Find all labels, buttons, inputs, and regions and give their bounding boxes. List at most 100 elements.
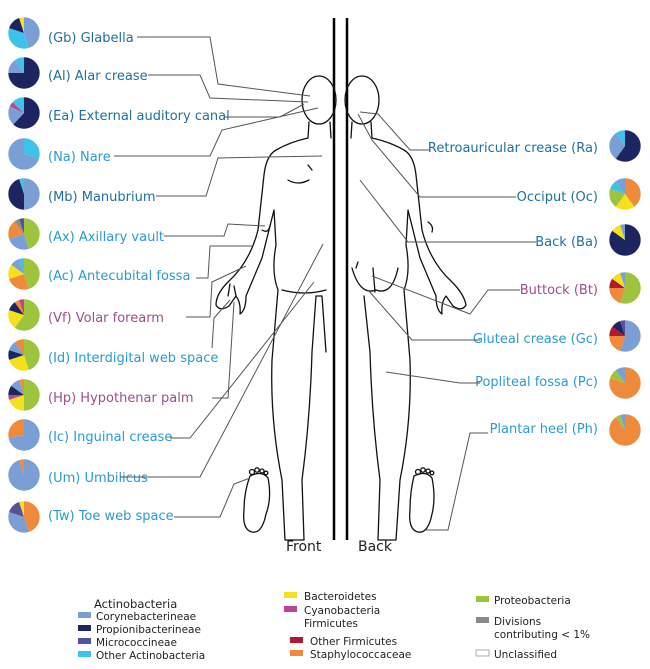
pie-slice-coryne <box>24 178 40 210</box>
pie-slice-propioni <box>612 320 625 336</box>
pie-chart <box>7 298 41 332</box>
leader-line <box>174 477 251 518</box>
leader-line <box>114 107 319 157</box>
site-label: (Ea) External auditory canal <box>48 109 230 124</box>
pie-chart <box>608 319 642 353</box>
legend-firmicutes-title: Firmicutes <box>304 618 358 630</box>
site-label: (Na) Nare <box>48 150 111 165</box>
pie-slices <box>7 258 41 290</box>
pie-slice-coryne <box>11 258 24 274</box>
leader-line <box>164 223 266 237</box>
pie-slices <box>7 501 41 534</box>
legend-label-corynebacterineae: Corynebacterineae <box>96 611 196 623</box>
pie-slices <box>609 414 642 446</box>
site-left-hypothenar-palm: (Hp) Hypothenar palm <box>7 301 235 412</box>
pie-slices <box>8 178 40 210</box>
site-right-plantar-heel: Plantar heel (Ph) <box>426 413 642 531</box>
pie-slice-other_act <box>8 28 29 49</box>
leader-line <box>156 155 323 197</box>
pie-slice-bacteroid <box>615 194 635 210</box>
pie-chart <box>7 378 41 412</box>
pie-slice-staph <box>609 288 625 304</box>
pie-slice-proteo <box>615 414 625 430</box>
pie-slice-coryne <box>620 224 625 240</box>
pie-slice-micro <box>19 218 24 234</box>
site-label: Popliteal fossa (Pc) <box>475 375 598 390</box>
legend-label-proteobacteria: Proteobacteria <box>494 595 571 607</box>
site-label: (Vf) Volar forearm <box>48 311 164 326</box>
pie-slice-bacteroid <box>19 17 24 33</box>
site-label: (Tw) Toe web space <box>48 509 174 524</box>
pie-slices <box>8 57 40 89</box>
legend-label-cyanobacteria: Cyanobacteria <box>304 605 380 617</box>
leader-line <box>170 281 315 439</box>
pie-chart <box>608 129 642 163</box>
legend-swatch-other-firmicutes <box>290 637 303 643</box>
pie-slice-other_act <box>12 97 24 113</box>
leader-line <box>224 103 305 118</box>
pie-slice-other_act <box>615 130 625 146</box>
site-left-manubrium: (Mb) Manubrium <box>7 155 323 211</box>
site-label: Back (Ba) <box>535 235 598 250</box>
site-label: Plantar heel (Ph) <box>490 422 598 437</box>
legend-label-divisions-line1: Divisions <box>494 616 541 628</box>
pie-slice-coryne <box>8 419 41 451</box>
pie-chart <box>7 96 41 130</box>
pie-slice-propioni <box>8 302 24 315</box>
legend-swatch-propionibacterineae <box>78 625 91 631</box>
pie-slice-cyano <box>19 299 24 315</box>
pie-slice-bacteroid <box>8 395 24 411</box>
pie-slice-micro <box>620 320 625 336</box>
pie-slice-other_firm <box>609 326 625 336</box>
pie-slice-coryne <box>615 178 625 194</box>
pie-slice-staph <box>19 459 24 475</box>
pie-slice-staph <box>7 221 24 239</box>
site-label: (Gb) Glabella <box>48 31 134 46</box>
legend: Actinobacteria Corynebacterineae Propion… <box>78 591 590 662</box>
pie-slice-coryne <box>620 320 641 352</box>
pie-slice-propioni <box>608 224 641 256</box>
pie-slice-divisions <box>14 218 24 234</box>
pie-chart <box>7 177 41 211</box>
leader-line <box>367 289 480 341</box>
pie-slice-propioni <box>615 130 641 162</box>
site-left-inguinal-crease: (Ic) Inguinal crease <box>7 281 315 452</box>
pie-slice-proteo <box>609 370 625 383</box>
pie-slice-other_act <box>19 258 24 274</box>
pie-slice-bacteroid <box>19 501 24 517</box>
site-left-glabella: (Gb) Glabella <box>7 16 311 97</box>
pie-slice-coryne <box>11 379 24 395</box>
pie-chart <box>7 16 41 50</box>
legend-swatch-other-actinobacteria <box>78 651 91 657</box>
legend-swatch-staphylococcaceae <box>290 650 303 656</box>
pie-slice-other_act <box>609 181 625 194</box>
pie-slices <box>8 379 40 411</box>
pie-slice-proteo <box>620 272 641 304</box>
pie-slice-other_act <box>14 57 24 73</box>
legend-label-divisions-line2: contributing < 1% <box>494 629 590 641</box>
leader-line <box>212 301 235 399</box>
back-body-figure <box>344 75 467 541</box>
pie-slice-bacteroid <box>612 272 625 288</box>
pie-slice-proteo <box>14 299 40 331</box>
pie-slice-propioni <box>7 350 24 360</box>
pie-slice-propioni <box>8 385 24 395</box>
pie-slice-staph <box>14 339 24 355</box>
pie-chart <box>608 413 642 447</box>
site-left-volar-forearm: (Vf) Volar forearm <box>7 265 247 332</box>
leader-line <box>137 36 311 97</box>
leader-line <box>371 275 520 315</box>
leader-line <box>357 113 516 198</box>
pie-slices <box>8 17 40 49</box>
pie-slice-staph <box>625 178 641 207</box>
site-right-occiput: Occiput (Oc) <box>357 113 642 211</box>
pie-slice-cyano <box>9 102 24 113</box>
site-label: Buttock (Bt) <box>520 283 598 298</box>
pie-slice-staph <box>19 379 24 395</box>
legend-label-propionibacterineae: Propionibacterineae <box>96 624 201 636</box>
pie-slice-staph <box>609 336 625 352</box>
site-label: (Ac) Antecubital fossa <box>48 269 190 284</box>
legend-swatch-corynebacterineae <box>78 612 91 618</box>
leader-line <box>120 243 324 478</box>
pie-chart <box>608 223 642 257</box>
